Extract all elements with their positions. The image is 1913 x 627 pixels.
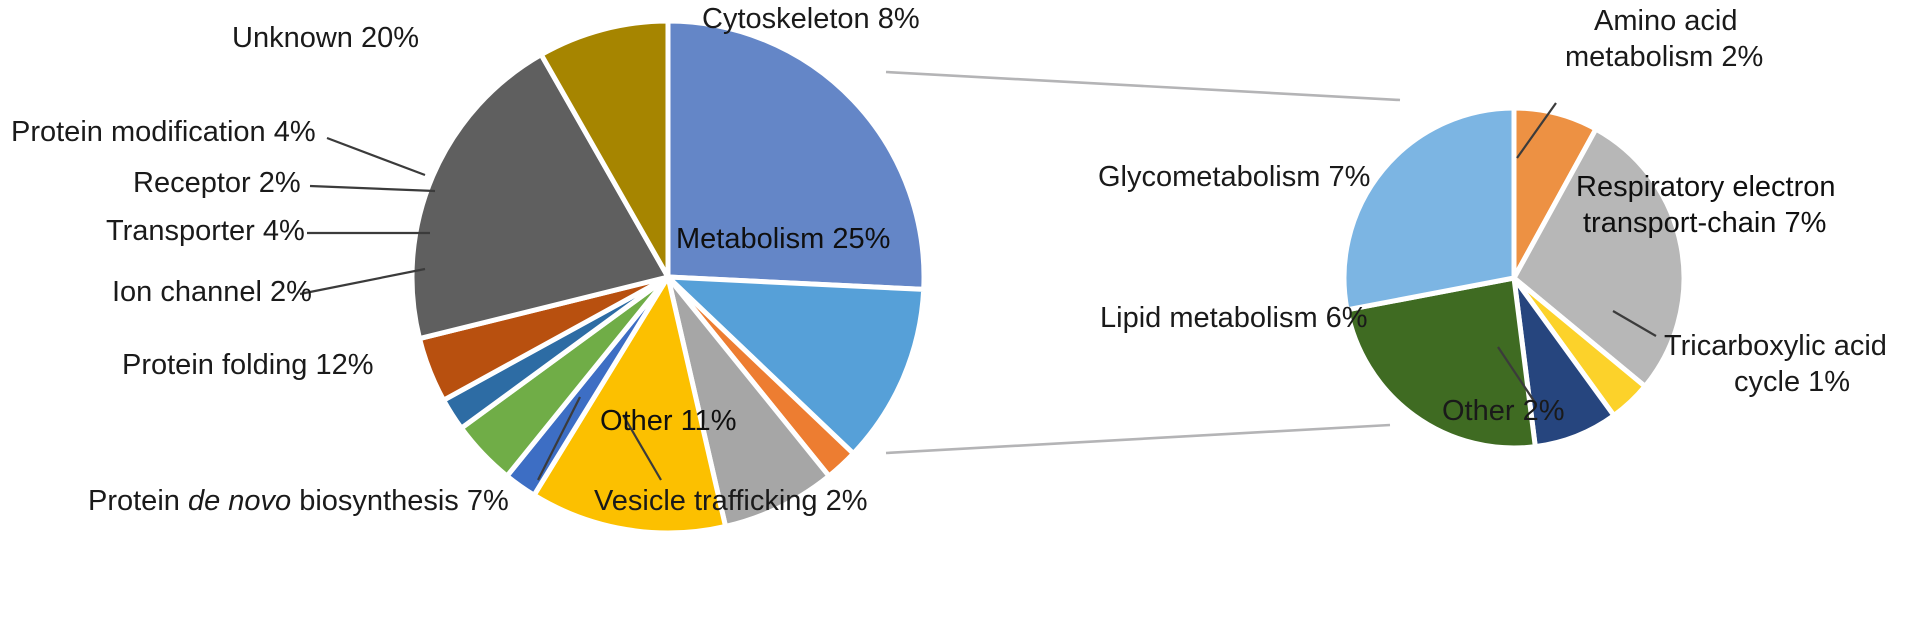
pie-slice-other[interactable] bbox=[665, 274, 927, 457]
pie-label: Unknown 20% bbox=[232, 22, 419, 54]
receptor-leader bbox=[309, 184, 436, 193]
pie-label: Other 11% bbox=[600, 405, 736, 437]
pie-label: Tricarboxylic acid bbox=[1664, 330, 1887, 362]
ion-channel-leader bbox=[299, 267, 426, 296]
pie-label: Respiratory electron bbox=[1576, 171, 1836, 203]
pie-label: metabolism 2% bbox=[1565, 41, 1763, 73]
pie-slice-protein-folding[interactable] bbox=[531, 274, 729, 536]
pie-slice-metabolism[interactable] bbox=[665, 18, 927, 292]
pie-protein-function-categories bbox=[409, 18, 927, 536]
connector-lines-group bbox=[885, 70, 1401, 455]
pie-metabolism-breakdown bbox=[1341, 105, 1687, 451]
pie-label: Ion channel 2% bbox=[112, 276, 312, 308]
pie-label: Amino acid bbox=[1594, 5, 1737, 37]
protein-de-novo-leader bbox=[537, 396, 581, 481]
pie-label: Cytoskeleton 8% bbox=[702, 3, 920, 35]
connector-bottom bbox=[885, 423, 1391, 455]
pie-label: Protein modification 4% bbox=[11, 116, 316, 148]
pie-slice-cytoskeleton[interactable] bbox=[538, 18, 671, 280]
pie-label: Lipid metabolism 6% bbox=[1100, 302, 1368, 334]
pie-label: Receptor 2% bbox=[133, 167, 301, 199]
pie-label: Protein de novo biosynthesis 7% bbox=[88, 485, 509, 517]
connector-top bbox=[885, 70, 1401, 102]
pie-label: Protein folding 12% bbox=[122, 349, 374, 381]
pie-label: Transporter 4% bbox=[106, 215, 305, 247]
vesicle-trafficking-leader bbox=[622, 414, 662, 481]
pie-slice-glycometabolism[interactable] bbox=[1341, 105, 1517, 313]
pie-label: Vesicle trafficking 2% bbox=[594, 485, 868, 517]
other-right-leader bbox=[1497, 346, 1537, 405]
pie-slice-respiratory-electron-transport-chain[interactable] bbox=[1511, 126, 1687, 389]
tricarboxylic-leader bbox=[1612, 310, 1657, 337]
pie-label: Metabolism 25% bbox=[676, 223, 890, 255]
pie-labels-group: Metabolism 25% Other 11% Vesicle trafficki… bbox=[11, 3, 1887, 517]
amino-acid-leader bbox=[1516, 102, 1557, 159]
pie-label: transport-chain 7% bbox=[1583, 207, 1826, 239]
pie-label: Glycometabolism 7% bbox=[1098, 161, 1370, 193]
pie-label: Other 2% bbox=[1442, 395, 1565, 427]
pie-slice-lipid-metabolism[interactable] bbox=[1344, 275, 1538, 451]
pie-slice-unknown[interactable] bbox=[409, 52, 671, 342]
pie-groups bbox=[409, 18, 1687, 536]
protein-modification-leader bbox=[326, 136, 426, 177]
leader-lines-group bbox=[299, 102, 1657, 481]
pie-label: cycle 1% bbox=[1734, 366, 1850, 398]
